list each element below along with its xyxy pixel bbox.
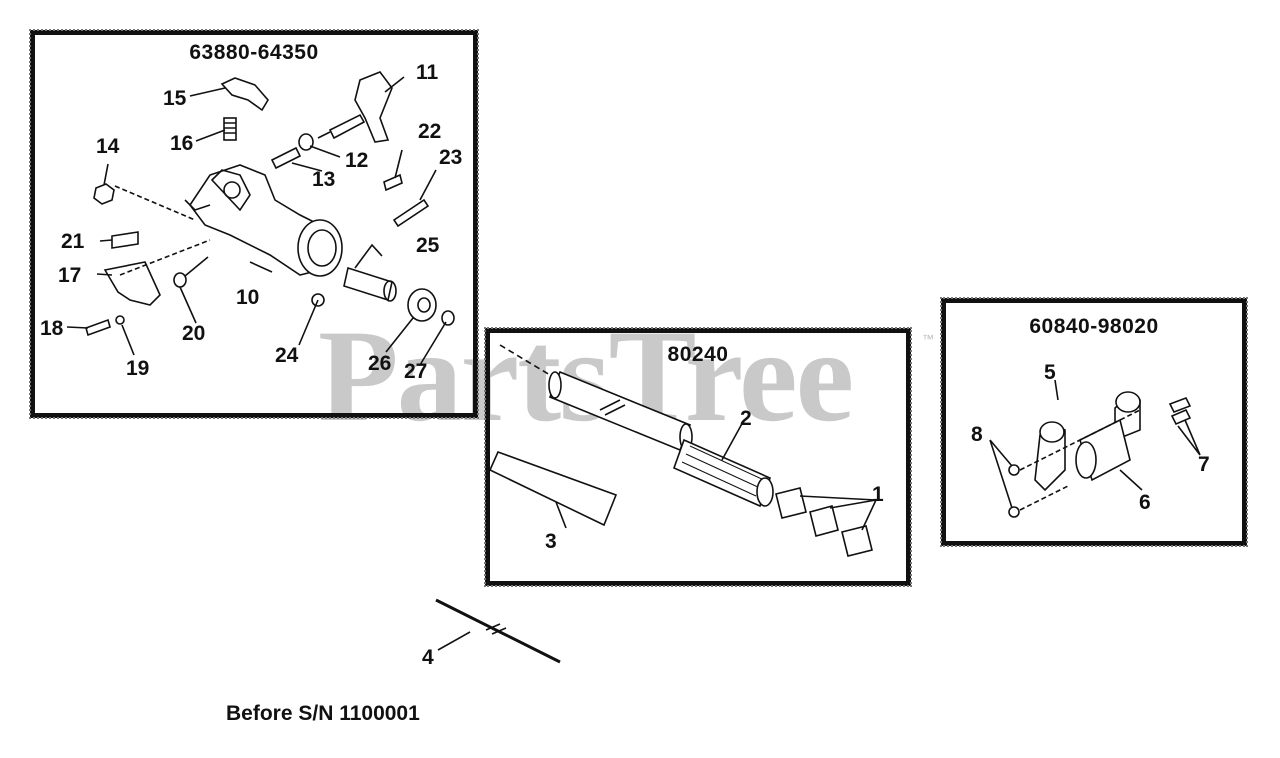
panel-80240: 80240 xyxy=(484,327,912,587)
callout-6: 6 xyxy=(1139,491,1151,514)
callout-21: 21 xyxy=(61,230,85,253)
spring-part xyxy=(223,117,237,141)
handle-housing-part xyxy=(184,164,343,277)
callout-15: 15 xyxy=(163,87,187,110)
coupler-parts-1 xyxy=(775,487,873,557)
callout-19: 19 xyxy=(126,357,150,380)
clamp-tube-part-6 xyxy=(1075,418,1131,482)
callout-7: 7 xyxy=(1198,453,1210,476)
callout-22: 22 xyxy=(418,120,442,143)
tube-part xyxy=(499,344,693,452)
callout-3: 3 xyxy=(545,530,557,553)
bracket-part-17 xyxy=(103,231,161,306)
pin-part-13 xyxy=(270,146,302,170)
callout-26: 26 xyxy=(368,352,392,375)
callout-24: 24 xyxy=(275,344,299,367)
lockout-lever-part xyxy=(220,77,269,112)
nuts-part-8 xyxy=(1008,464,1020,518)
serial-number-note: Before S/N 1100001 xyxy=(226,702,420,725)
panel-title-right: 60840-98020 xyxy=(1029,315,1159,338)
panel-60840-98020: 60840-98020 xyxy=(940,297,1248,547)
shrink-tube-part-3 xyxy=(488,450,618,527)
panel-63880-64350: 63880-64350 xyxy=(29,29,479,419)
callout-12: 12 xyxy=(345,149,369,172)
callout-4: 4 xyxy=(422,646,434,669)
nut-part-14 xyxy=(93,183,115,205)
drive-shaft-part-2 xyxy=(672,438,774,508)
callout-17: 17 xyxy=(58,264,82,287)
cable-part-4 xyxy=(435,598,561,664)
panel-title-left: 63880-64350 xyxy=(189,41,319,64)
callout-16: 16 xyxy=(170,132,194,155)
callout-2: 2 xyxy=(740,407,752,430)
callout-14: 14 xyxy=(96,135,120,158)
callout-10: 10 xyxy=(236,286,260,309)
callout-27: 27 xyxy=(404,360,428,383)
bearing-part-26 xyxy=(407,288,437,322)
trademark-symbol: ™ xyxy=(922,332,934,346)
washer-part-12 xyxy=(298,133,314,151)
panel-title-middle: 80240 xyxy=(667,343,729,366)
callout-25: 25 xyxy=(416,234,440,257)
shaft-part-25 xyxy=(343,266,397,302)
callout-18: 18 xyxy=(40,317,64,340)
callout-20: 20 xyxy=(182,322,206,345)
callout-1: 1 xyxy=(872,483,884,506)
callout-11: 11 xyxy=(416,61,439,84)
callout-8: 8 xyxy=(971,423,983,446)
callout-5: 5 xyxy=(1044,361,1056,384)
callout-13: 13 xyxy=(312,168,336,191)
screws-part-7 xyxy=(1168,396,1192,426)
small-hardware xyxy=(85,173,455,337)
throttle-trigger-part xyxy=(317,71,393,143)
callout-23: 23 xyxy=(439,146,463,169)
